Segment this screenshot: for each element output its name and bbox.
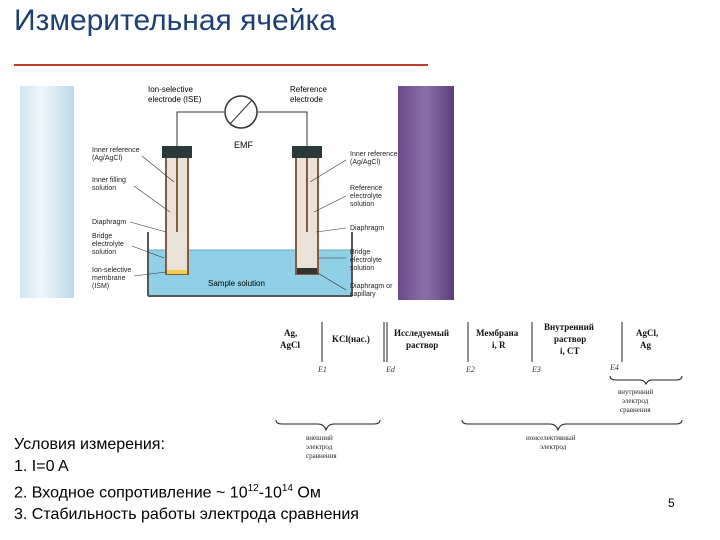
brace-inner-line3: сравнения — [620, 406, 651, 414]
condition-3: 3. Стабильность работы электрода сравнен… — [14, 506, 359, 524]
potential-e3: E3 — [531, 365, 541, 374]
emf-label: EMF — [234, 140, 254, 150]
ref-label-line2: electrode — [290, 95, 323, 104]
brace-ref-line3: сравнения — [306, 452, 337, 460]
left-label-4b: electrolyte — [92, 241, 124, 248]
left-label-5a: Ion-selective — [92, 267, 131, 274]
right-label-2a: Reference — [350, 185, 382, 192]
potential-e2: E2 — [465, 365, 475, 374]
condition-1: 1. I=0 A — [14, 458, 69, 475]
condition-2-exp2: 14 — [281, 483, 293, 494]
brace-ise-line1: ионселективный — [526, 434, 576, 442]
left-label-4c: solution — [92, 249, 116, 256]
right-label-2b: electrolyte — [350, 193, 382, 200]
condition-2-mid: -10 — [258, 484, 282, 502]
right-label-4c: solution — [350, 265, 374, 272]
schema-col-6a: AgCl, — [636, 328, 658, 338]
schema-col-6b: Ag — [640, 340, 651, 350]
left-label-2b: solution — [92, 185, 116, 192]
right-label-1b: (Ag/AgCl) — [350, 159, 380, 166]
ise-electrode — [162, 146, 192, 275]
schema-col-4a: Мембрана — [476, 328, 519, 338]
reference-electrode-photo — [398, 86, 454, 300]
potential-e4: E4 — [609, 363, 619, 372]
condition-2-exp1: 12 — [247, 483, 259, 494]
schema-col-5b: раствор — [554, 334, 586, 344]
ref-label-line1: Reference — [290, 85, 327, 94]
right-label-2c: solution — [350, 201, 374, 208]
schema-col-5a: Внутренний — [544, 322, 594, 332]
ise-photo — [20, 86, 74, 298]
measurement-cell-diagram: EMF Ion-selective electrode (ISE) Refere… — [92, 85, 398, 298]
sample-label: Sample solution — [208, 279, 265, 288]
condition-2-prefix: 2. Входное сопротивление ~ 10 — [14, 484, 248, 502]
right-label-5b: capillary — [350, 291, 376, 298]
ise-label-line2: electrode (ISE) — [148, 95, 202, 104]
left-label-5c: (ISM) — [92, 283, 109, 290]
cell-schema: Ag, AgCl KCl(нас.) Исследуемый раствор М… — [275, 322, 683, 460]
right-label-1a: Inner reference — [350, 151, 398, 158]
schema-col-4b: i, R — [492, 340, 506, 350]
schema-col-2: KCl(нас.) — [332, 334, 370, 344]
left-label-4a: Bridge — [92, 233, 112, 240]
right-label-4b: electrolyte — [350, 257, 382, 264]
potential-ed: Ed — [385, 365, 396, 374]
conditions-heading: Условия измерения: — [14, 436, 165, 453]
left-label-1a: Inner reference — [92, 147, 140, 154]
left-label-5b: membrane — [92, 275, 126, 282]
brace-inner-line1: внутренний — [618, 388, 654, 396]
condition-2: 2. Входное сопротивление ~ 1012-1014 Ом — [14, 478, 359, 504]
left-label-1b: (Ag/AgCl) — [92, 155, 122, 162]
right-label-5a: Diaphragm or — [350, 283, 393, 290]
brace-inner-line2: электрод — [622, 397, 649, 405]
right-label-3: Diaphragm — [350, 225, 384, 232]
measurement-conditions: Условия измерения: 1. I=0 A 2. Входное с… — [14, 434, 359, 526]
title-underline — [14, 64, 428, 66]
brace-ref-line1: внешний — [306, 434, 333, 442]
schema-col-3b: раствор — [406, 340, 438, 350]
left-label-2a: Inner filling — [92, 177, 126, 184]
page-number: 5 — [668, 496, 675, 510]
ise-label-line1: Ion-selective — [148, 85, 193, 94]
brace-ref-line2: электрод — [306, 443, 333, 451]
potential-e1: E1 — [317, 365, 327, 374]
condition-2-suffix: Ом — [292, 484, 321, 502]
schema-col-1b: AgCl — [280, 340, 300, 350]
reference-electrode — [292, 146, 322, 275]
brace-ise-line2: электрод — [540, 443, 567, 451]
right-label-4a: Bridge — [350, 249, 370, 256]
schema-col-5c: i, CT — [560, 346, 580, 356]
left-label-3: Diaphragm — [92, 219, 126, 226]
slide-title: Измерительная ячейка — [14, 4, 336, 37]
schema-col-3a: Исследуемый — [394, 328, 449, 338]
schema-col-1a: Ag, — [284, 328, 297, 338]
